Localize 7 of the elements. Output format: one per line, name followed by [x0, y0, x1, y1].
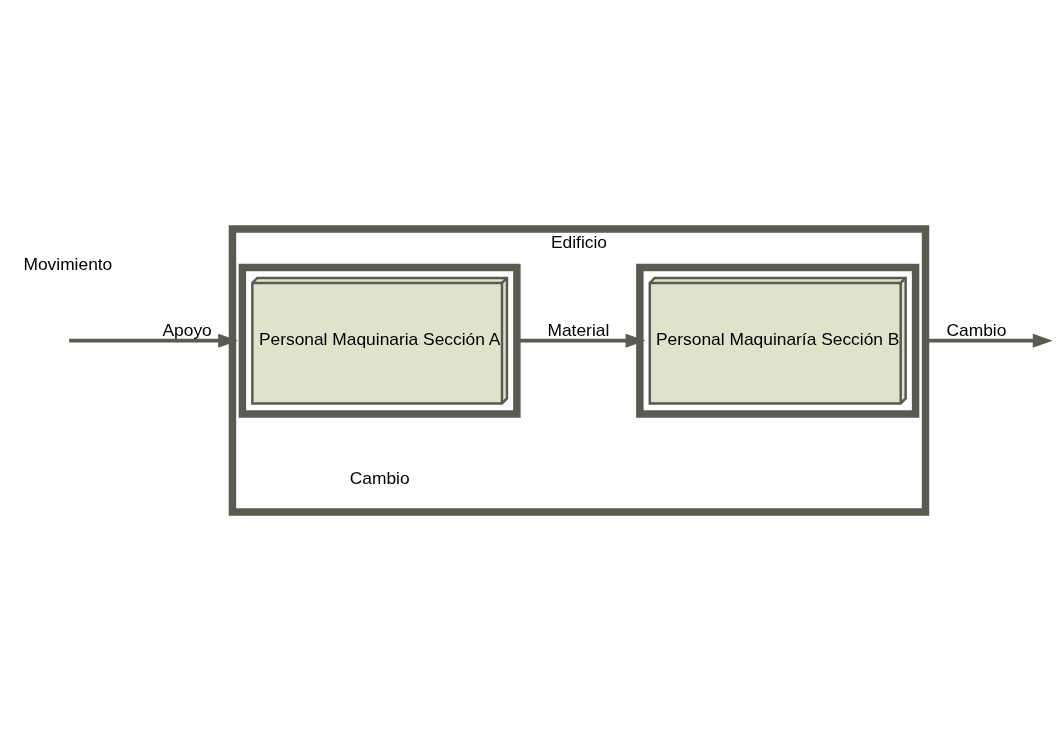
edge-label: Cambio — [946, 319, 1007, 340]
edge-label: Material — [547, 319, 610, 340]
arrow — [69, 333, 239, 348]
edge-label: Apoyo — [162, 319, 212, 340]
cluster — [238, 263, 521, 418]
label: Movimiento — [23, 253, 113, 274]
cluster — [636, 263, 920, 418]
